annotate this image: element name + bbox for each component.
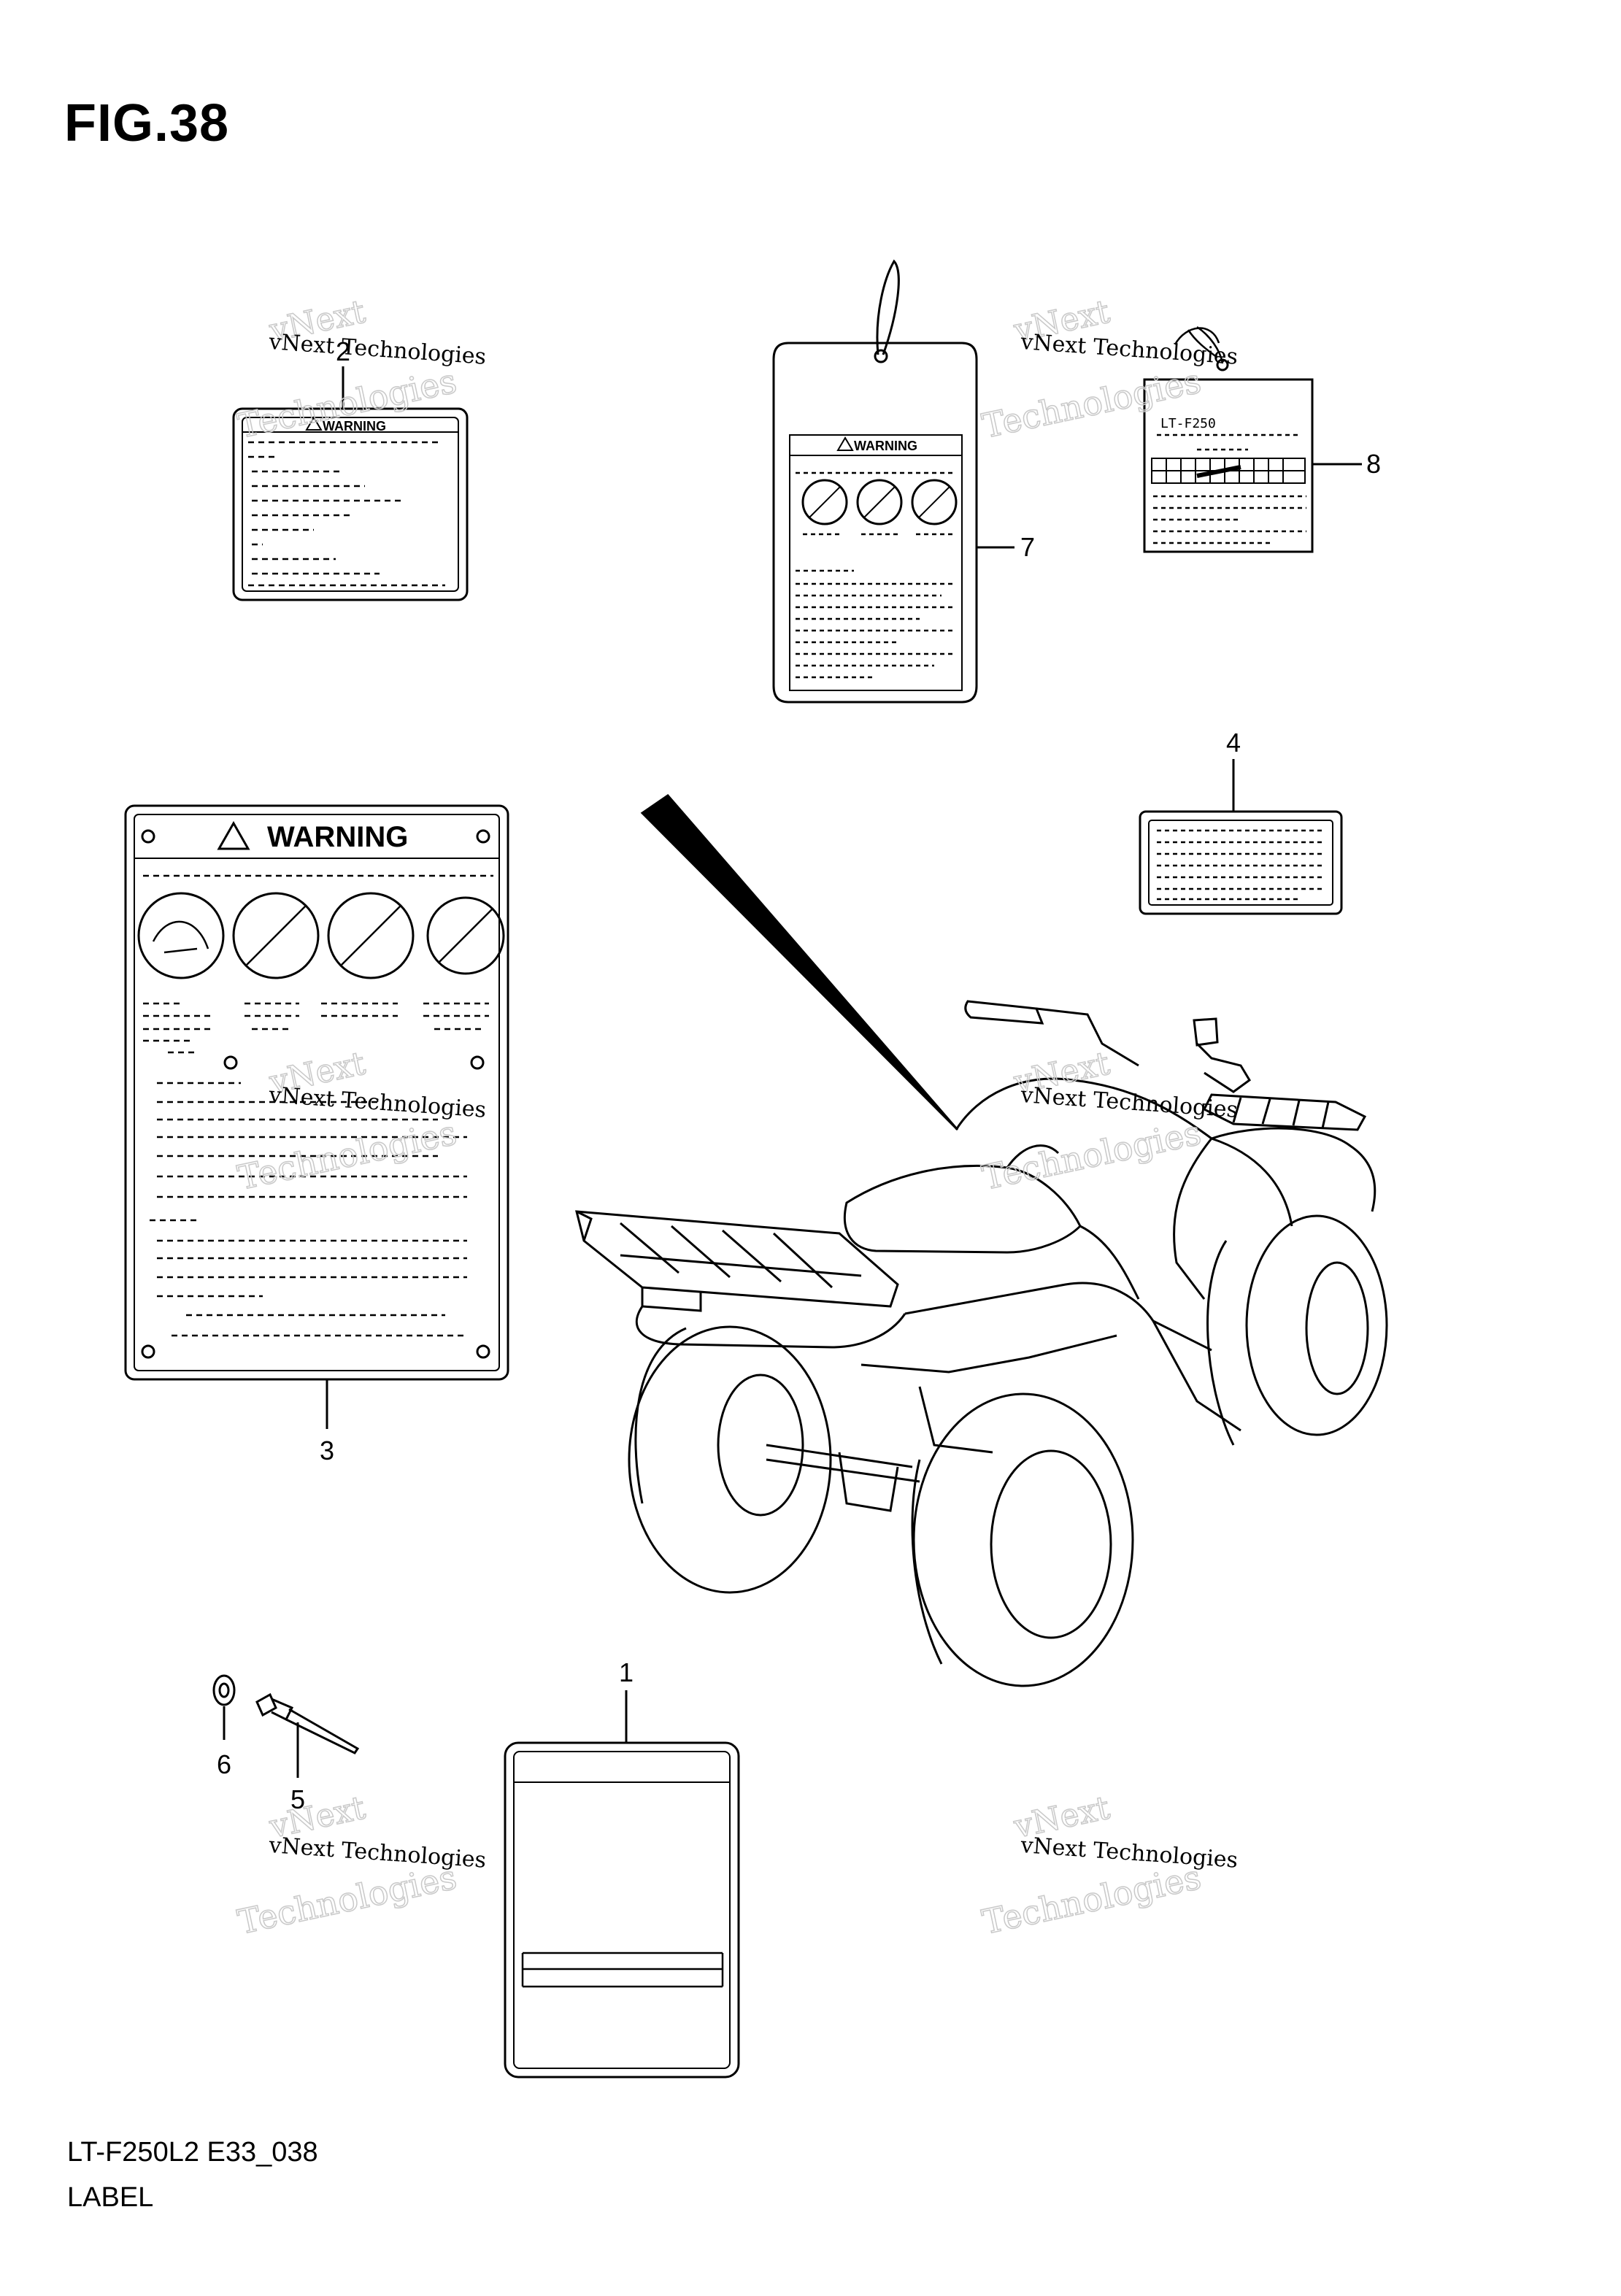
- label-part-2[interactable]: [232, 366, 469, 601]
- warning-triangle-icon: [836, 436, 854, 451]
- warning-text-tag: WARNING: [854, 439, 917, 453]
- figure-name: LABEL: [67, 2182, 154, 2213]
- svg-text:vNext Technologies: vNext Technologies: [1019, 1833, 1239, 1873]
- svg-text:Technologies: Technologies: [979, 1113, 1204, 1198]
- svg-text:Technologies: Technologies: [979, 361, 1204, 446]
- pointer-arrow: [640, 794, 959, 1131]
- callout-2: 2: [336, 336, 350, 366]
- figure-code: LT-F250L2 E33_038: [67, 2137, 318, 2168]
- tag-part-7[interactable]: [772, 259, 1014, 704]
- callout-8: 8: [1366, 449, 1381, 479]
- callout-3: 3: [320, 1436, 334, 1465]
- svg-text:Technologies: Technologies: [979, 1857, 1204, 1942]
- atv-illustration: [575, 1000, 1388, 1687]
- callout-4: 4: [1226, 728, 1241, 758]
- svg-text:Technologies: Technologies: [234, 1857, 460, 1942]
- svg-text:Technologies: Technologies: [234, 1113, 460, 1198]
- callout-1: 1: [619, 1657, 634, 1687]
- warning-text-small: WARNING: [323, 419, 386, 434]
- tag-part-8[interactable]: [1143, 325, 1362, 553]
- model-tag-text: LT-F250: [1160, 416, 1216, 431]
- label-part-4[interactable]: [1139, 759, 1343, 915]
- svg-text:vNext Technologies: vNext Technologies: [267, 329, 487, 370]
- washer-part-6[interactable]: [212, 1674, 236, 1740]
- warning-triangle-icon: [305, 416, 323, 431]
- label-part-3[interactable]: [124, 804, 509, 1429]
- warning-triangle-icon: [217, 820, 250, 850]
- svg-text:vNext Technologies: vNext Technologies: [267, 1082, 487, 1123]
- svg-text:vNext Technologies: vNext Technologies: [1019, 1082, 1239, 1123]
- callout-5: 5: [290, 1784, 305, 1814]
- rivet-part-5[interactable]: [255, 1692, 360, 1778]
- label-part-1[interactable]: [504, 1690, 740, 2079]
- watermark-captions: vNext Technologies vNext Technologies vN…: [267, 329, 1239, 1873]
- callout-6: 6: [217, 1749, 231, 1779]
- callout-7: 7: [1020, 532, 1035, 562]
- warning-text-large: WARNING: [267, 821, 408, 853]
- svg-text:vNext Technologies: vNext Technologies: [267, 1833, 487, 1873]
- figure-title: FIG.38: [64, 94, 230, 153]
